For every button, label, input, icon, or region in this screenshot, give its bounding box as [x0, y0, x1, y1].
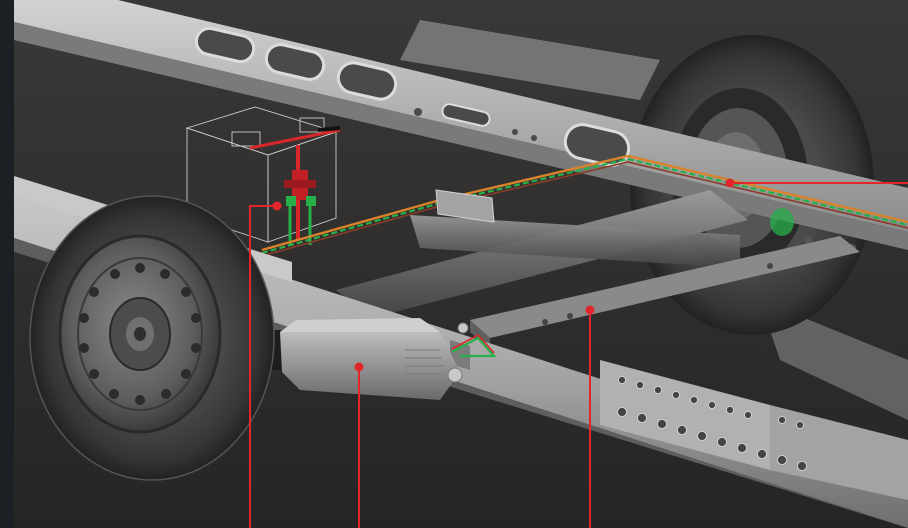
callout-lines [249, 178, 908, 528]
rear-chassis-rail [14, 0, 908, 252]
drawbar-frame [336, 189, 794, 318]
callout-axle-suspension-unit [354, 362, 364, 528]
front-right-floor-plate [760, 300, 908, 420]
callout-cross-member [585, 305, 595, 528]
left-edge-band [0, 0, 14, 528]
rear-floor-plate [400, 20, 660, 100]
callout-cable-harness [725, 178, 908, 188]
callout-electrical-unit [249, 201, 282, 528]
axle-suspension-unit [262, 318, 497, 400]
electrical-unit [249, 126, 341, 245]
cable-harness [261, 154, 908, 257]
front-wheel [29, 195, 275, 481]
